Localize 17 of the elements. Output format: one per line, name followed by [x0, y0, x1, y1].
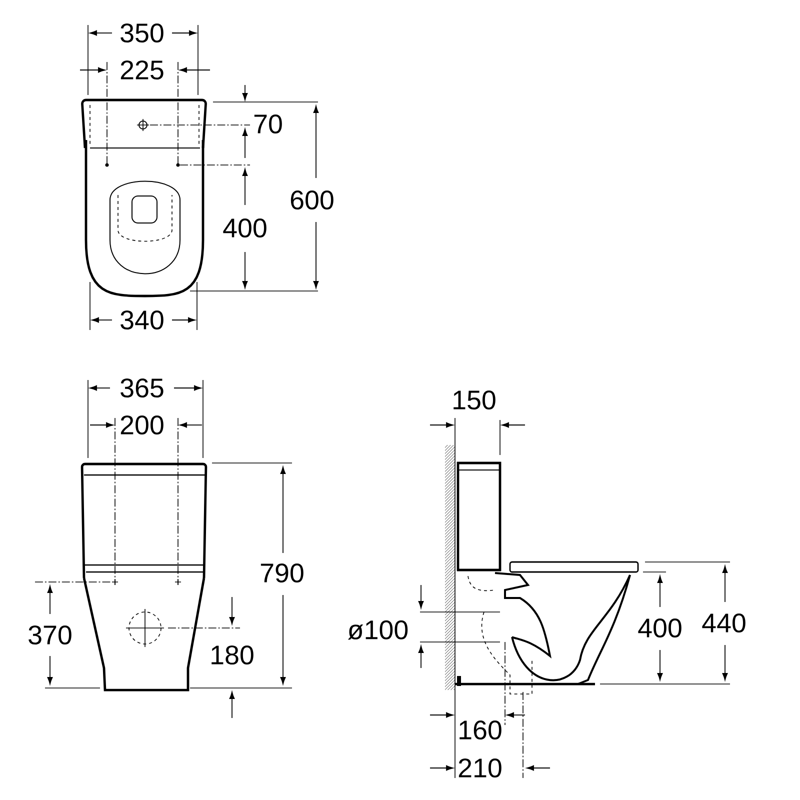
dimension-label: 440 [700, 612, 748, 634]
dimension-label: 160 [456, 720, 504, 741]
dimension-label: 365 [118, 377, 166, 399]
dimension-label: 210 [456, 758, 504, 779]
dimension-label: 400 [636, 618, 684, 639]
dimension-label: 790 [258, 562, 306, 584]
dimension-label: 70 [252, 113, 284, 135]
dimension-label: ø100 [346, 619, 410, 641]
dimension-label: 600 [288, 189, 336, 211]
dimension-label: 370 [26, 624, 74, 646]
dimension-label: 340 [118, 309, 166, 331]
dimension-label: 350 [118, 22, 166, 44]
dimension-label: 400 [222, 217, 268, 239]
dimension-label: 180 [208, 644, 256, 666]
dimension-label: 225 [118, 59, 166, 81]
dimension-label: 150 [450, 389, 498, 411]
dimension-label: 200 [118, 414, 166, 436]
